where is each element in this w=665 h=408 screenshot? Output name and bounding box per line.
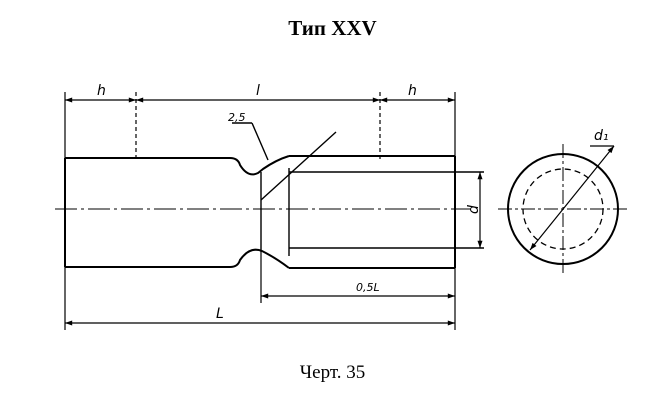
- drawing-title: Тип XXV: [288, 16, 377, 40]
- label-d: d: [466, 205, 482, 214]
- part-side-view: [64, 155, 456, 269]
- label-d1: d₁: [594, 128, 609, 144]
- label-half-L: 0,5L: [356, 281, 380, 294]
- label-L: L: [216, 306, 224, 322]
- d1-leader: [529, 145, 615, 251]
- part-end-view: [498, 144, 628, 274]
- radius-pointer: [251, 122, 269, 161]
- label-h-right: h: [408, 83, 417, 99]
- half-length-dimension: [260, 252, 456, 303]
- drawing-caption: Черт. 35: [299, 362, 366, 383]
- label-l-top: l: [256, 83, 260, 99]
- total-length-dimension: [64, 267, 456, 330]
- groove-lines: [232, 122, 484, 256]
- top-dimensions: [64, 92, 456, 160]
- label-radius: 2,5: [228, 111, 246, 124]
- radius-leader: [260, 131, 337, 201]
- label-h-left: h: [97, 83, 106, 99]
